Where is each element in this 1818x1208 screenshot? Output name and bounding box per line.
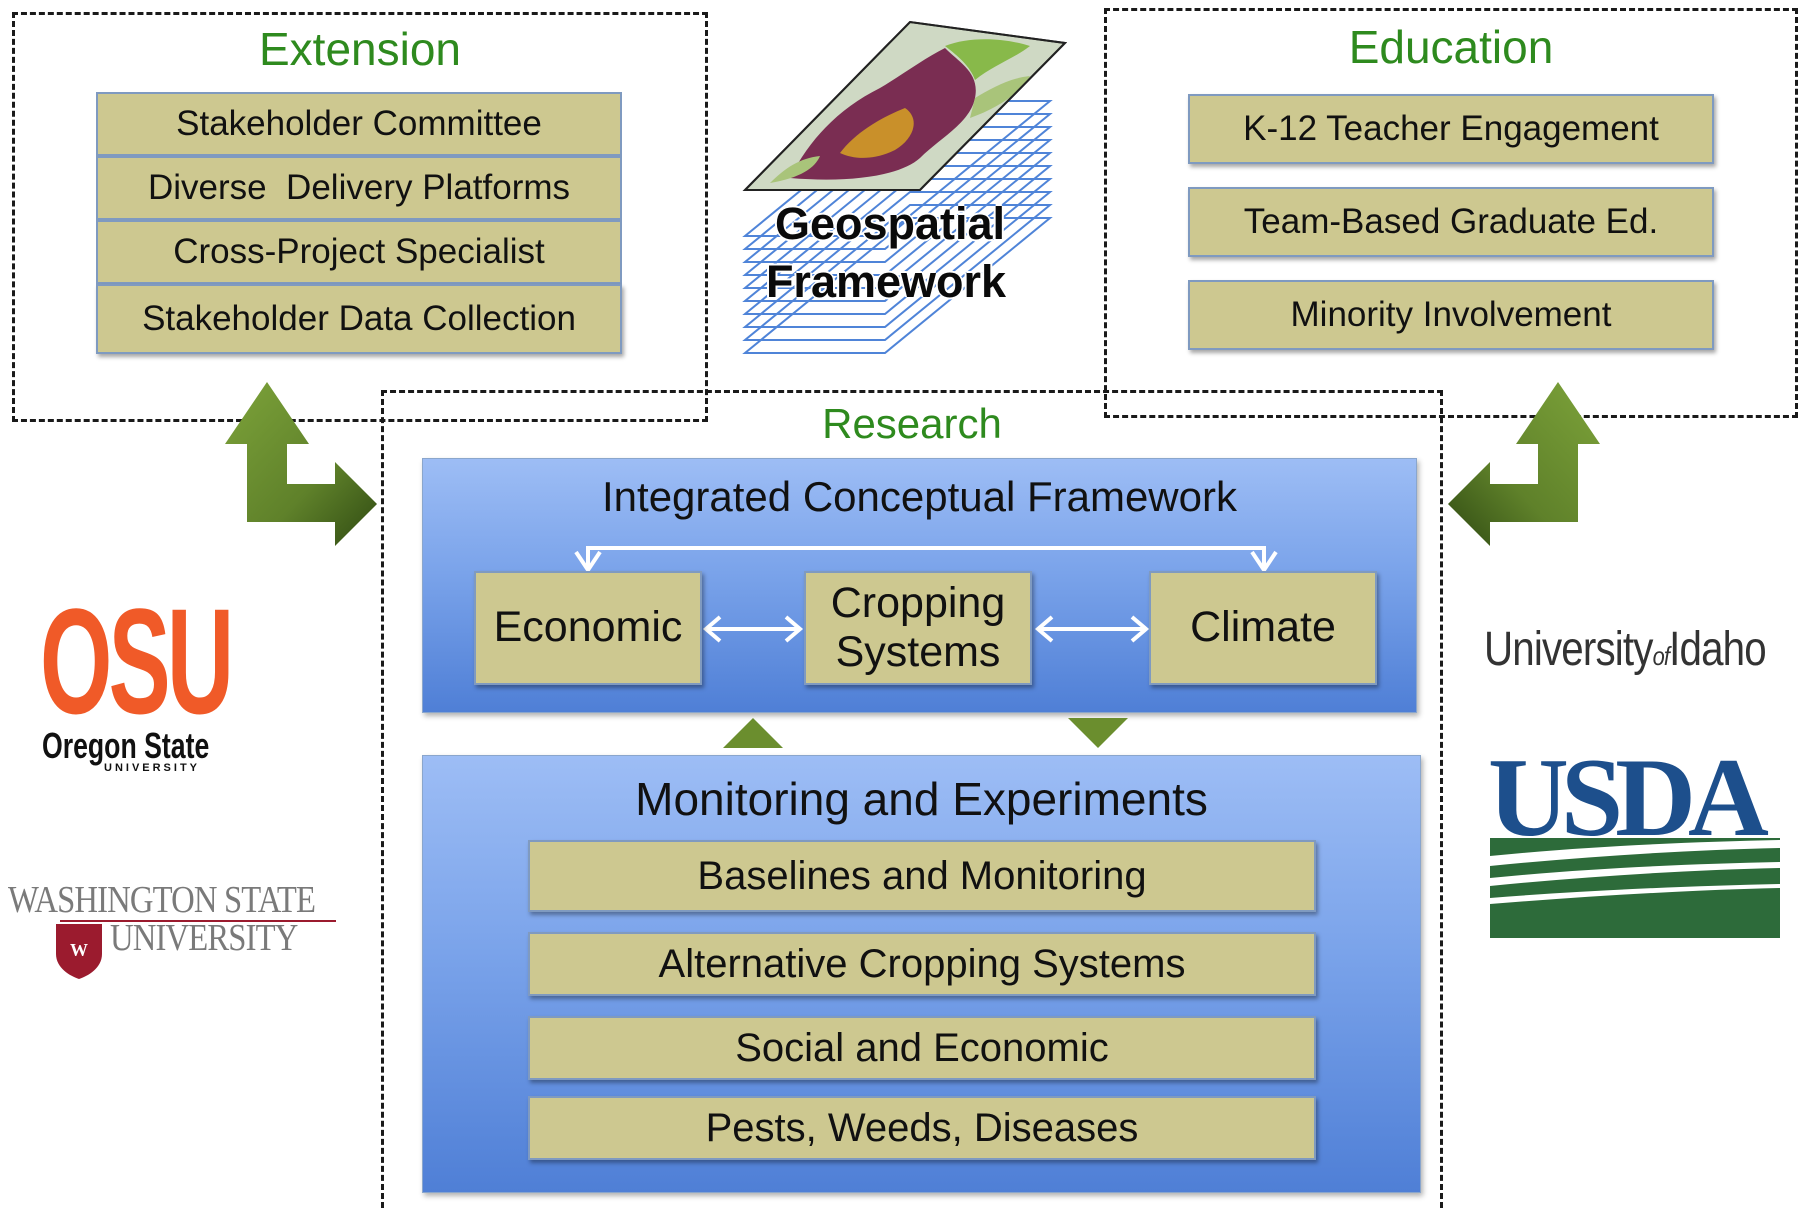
cropping-line1: Cropping [830, 578, 1006, 627]
down-triangle-icon [1068, 718, 1128, 748]
monitoring-item-baselines: Baselines and Monitoring [528, 840, 1316, 912]
framework-node-climate: Climate [1149, 571, 1377, 685]
education-research-arrow-icon [1448, 382, 1600, 546]
extension-item-stakeholder-committee: Stakeholder Committee [96, 92, 622, 156]
osu-logo-mark: OSU [40, 577, 234, 745]
extension-research-arrow-icon [225, 382, 377, 546]
usda-logo-field-stripes [1490, 838, 1780, 938]
research-title: Research [822, 400, 1002, 447]
wsu-logo-line1: WASHINGTON STATE [8, 879, 316, 921]
integrated-framework-title: Integrated Conceptual Framework [602, 473, 1237, 520]
usda-logo-text: USDA [1488, 736, 1769, 860]
geospatial-layers-graphic [742, 20, 1068, 354]
uidaho-idaho: Idaho [1669, 623, 1767, 676]
extension-item-stakeholder-data-collection: Stakeholder Data Collection [96, 284, 622, 354]
extension-item-delivery-platforms: Diverse Delivery Platforms [96, 156, 622, 220]
education-item-minority: Minority Involvement [1188, 280, 1714, 350]
osu-logo-sub: UNIVERSITY [104, 762, 201, 774]
education-title: Education [1348, 21, 1554, 73]
cropping-line2: Systems [835, 628, 1001, 676]
extension-item-cross-project-specialist: Cross-Project Specialist [96, 220, 622, 284]
uidaho-of: of [1652, 641, 1670, 671]
monitoring-item-pests: Pests, Weeds, Diseases [528, 1096, 1316, 1160]
uidaho-university: University [1484, 623, 1653, 676]
research-panel [381, 390, 1443, 1208]
svg-text:W: W [70, 940, 88, 960]
osu-logo-name: Oregon State [42, 725, 210, 766]
monitoring-title: Monitoring and Experiments [635, 773, 1208, 825]
wsu-shield-icon: W [56, 924, 102, 979]
monitoring-item-social-economic: Social and Economic [528, 1016, 1316, 1080]
extension-title: Extension [258, 23, 461, 75]
wsu-divider [60, 920, 336, 922]
geospatial-label-line1: Geospatial [774, 198, 1006, 249]
extension-panel [12, 12, 708, 422]
up-triangle-icon [723, 718, 783, 748]
education-item-k12: K-12 Teacher Engagement [1188, 94, 1714, 164]
wsu-logo-line2: UNIVERSITY [110, 917, 298, 959]
education-panel [1104, 8, 1798, 418]
framework-node-economic: Economic [474, 571, 702, 685]
monitoring-item-alternative-cropping: Alternative Cropping Systems [528, 932, 1316, 996]
uidaho-logo: UniversityofIdaho [1484, 622, 1767, 677]
education-item-graduate-ed: Team-Based Graduate Ed. [1188, 187, 1714, 257]
framework-node-cropping-systems: Cropping Systems [804, 571, 1032, 685]
geospatial-label-line2: Framework [765, 256, 1007, 307]
